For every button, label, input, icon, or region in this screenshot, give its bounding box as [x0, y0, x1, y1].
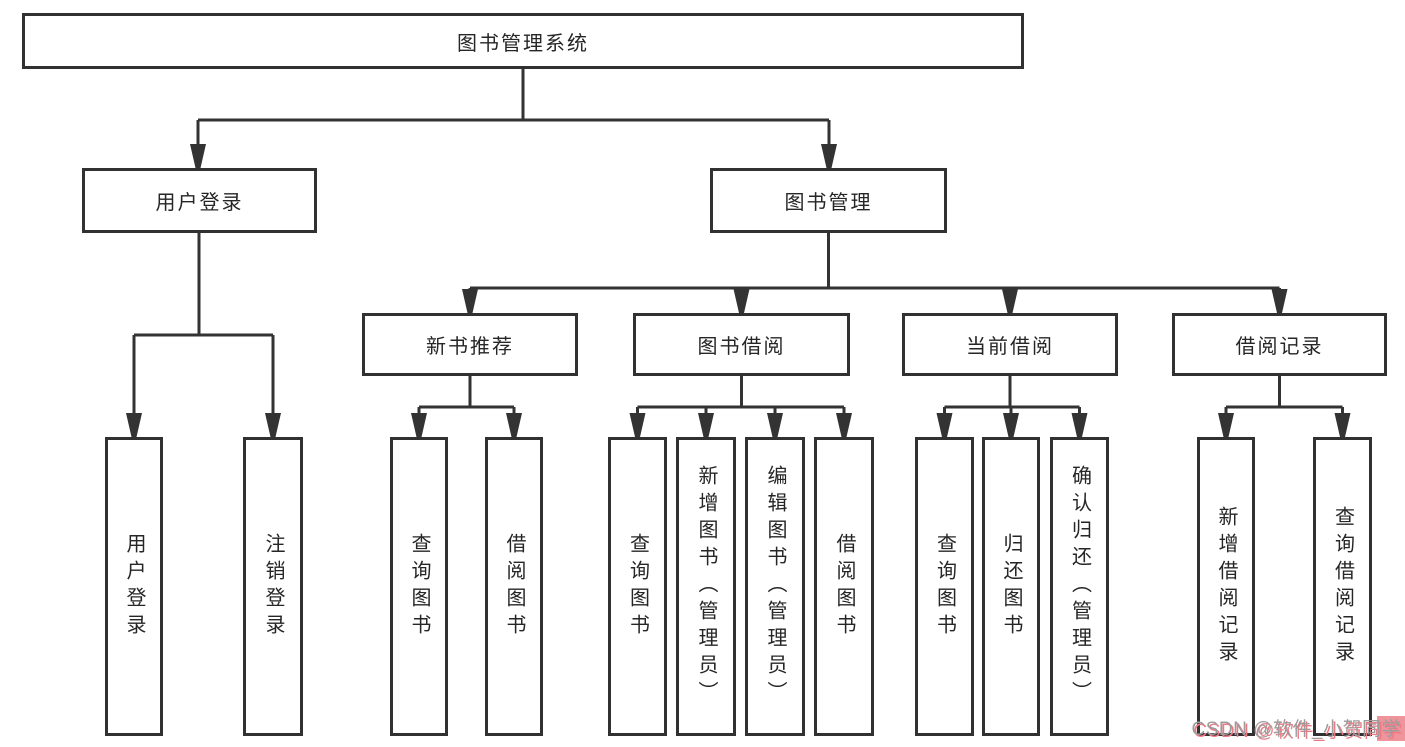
- leaf-label: 归还图书: [1000, 532, 1022, 641]
- leaf-label: 新增图书（管理员）: [695, 465, 717, 708]
- leaf-query-books-current: 查询图书: [915, 437, 974, 736]
- leaf-add-books-admin: 新增图书（管理员）: [676, 437, 736, 736]
- leaf-borrow-books: 借阅图书: [814, 437, 874, 736]
- leaf-add-borrow-record: 新增借阅记录: [1197, 437, 1255, 736]
- leaf-edit-books-admin: 编辑图书（管理员）: [745, 437, 805, 736]
- leaf-query-borrow-record: 查询借阅记录: [1313, 437, 1372, 736]
- leaf-label: 查询图书: [626, 532, 649, 641]
- leaf-label: 用户登录: [123, 532, 145, 641]
- leaf-logout: 注销登录: [243, 437, 303, 736]
- leaf-label: 确认归还（管理员）: [1068, 465, 1091, 708]
- node-user-login: 用户登录: [82, 168, 317, 233]
- node-current-borrow: 当前借阅: [902, 313, 1118, 376]
- node-book-management: 图书管理: [710, 168, 947, 233]
- leaf-label: 查询图书: [933, 532, 956, 641]
- node-borrow-records: 借阅记录: [1172, 313, 1387, 376]
- node-book-borrow: 图书借阅: [633, 313, 850, 376]
- leaf-borrow-books-recommend: 借阅图书: [485, 437, 543, 736]
- leaf-label: 借阅图书: [503, 532, 525, 641]
- watermark-highlight: [1377, 716, 1405, 741]
- leaf-user-login: 用户登录: [105, 437, 163, 736]
- leaf-confirm-return-admin: 确认归还（管理员）: [1050, 437, 1109, 736]
- leaf-label: 编辑图书（管理员）: [764, 465, 786, 708]
- leaf-label: 查询图书: [408, 532, 430, 641]
- leaf-label: 查询借阅记录: [1331, 505, 1354, 668]
- csdn-watermark: CSDN @软件_小贺同学: [1191, 719, 1401, 740]
- leaf-label: 新增借阅记录: [1215, 505, 1237, 668]
- leaf-query-books-borrow: 查询图书: [608, 437, 667, 736]
- node-new-book-recommend: 新书推荐: [362, 313, 578, 376]
- node-root: 图书管理系统: [22, 13, 1024, 69]
- leaf-return-books: 归还图书: [982, 437, 1040, 736]
- leaf-label: 注销登录: [262, 532, 284, 641]
- leaf-query-books-recommend: 查询图书: [390, 437, 448, 736]
- leaf-label: 借阅图书: [833, 532, 855, 641]
